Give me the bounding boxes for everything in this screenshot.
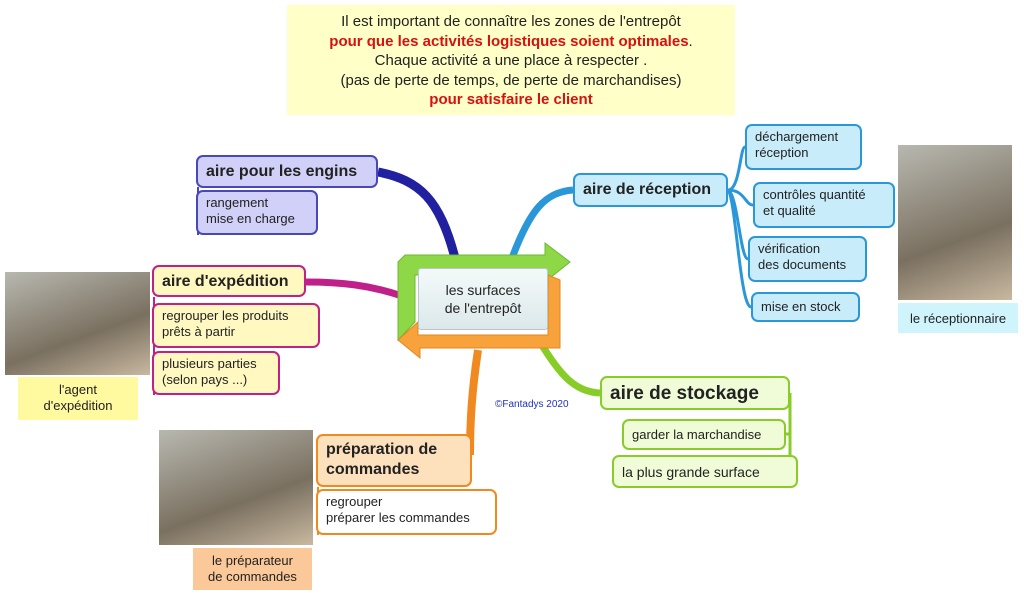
intro-line-highlight: pour que les activités logistiques soien… [329,32,689,50]
intro-line: (pas de perte de temps, de perte de marc… [340,71,682,89]
topic-line: commandes [326,461,420,478]
sub-line: préparer les commandes [326,510,470,525]
sub-line: et qualité [763,203,816,218]
label-line: de commandes [208,569,297,584]
topic-line: préparation de [326,441,438,458]
central-line: de l'entrepôt [444,300,522,316]
sub-line: réception [755,145,809,160]
intro-line: Il est important de connaître les zones … [341,13,681,30]
sub-line: (selon pays ...) [162,372,248,387]
topic-stockage: aire de stockage [600,376,790,410]
label-line: le préparateur [212,553,293,568]
label-line: d'expédition [43,398,113,413]
intro-line-highlight: pour satisfaire le client [429,91,593,108]
sub-line: des documents [758,257,847,272]
subtopic-stockage: la plus grande surface [612,455,798,488]
sub-line: mise en charge [206,211,295,226]
sub-line: regrouper les produits [162,308,289,323]
sub-line: regrouper [326,494,383,509]
copyright: ©Fantadys 2020 [495,399,569,410]
connector-stockage [537,340,601,397]
topic-reception: aire de réception [573,173,728,207]
sub-line: contrôles quantité [763,187,866,202]
label-receptionnaire: le réceptionnaire [898,303,1018,333]
intro-line: Chaque activité a une place à respecter … [374,52,648,69]
central-topic: les surfaces de l'entrepôt [418,268,548,330]
picker-photo [159,430,313,545]
sub-line: prêts à partir [162,324,235,339]
sub-line: vérification [758,241,821,256]
intro-box: Il est important de connaître les zones … [287,5,735,115]
sub-line: rangement [206,195,269,210]
subtopic-reception: mise en stock [751,292,860,322]
central-line: les surfaces [445,282,521,298]
subtopic-stockage: garder la marchandise [622,419,786,450]
forklift-photo [5,272,150,375]
connector-engins [377,167,460,260]
subtopic-expedition: plusieurs parties(selon pays ...) [152,351,280,395]
topic-expedition: aire d'expédition [152,265,306,297]
topic-engins: aire pour les engins [196,155,378,188]
sub-line: plusieurs parties [162,356,257,371]
sub-line: déchargement [755,129,839,144]
connector-expedition [305,278,404,300]
label-line: l'agent [59,382,97,397]
topic-preparation: préparation de commandes [316,434,472,487]
connector-reception [508,186,574,260]
receiver-photo [898,145,1012,300]
intro-period: . [688,32,693,50]
